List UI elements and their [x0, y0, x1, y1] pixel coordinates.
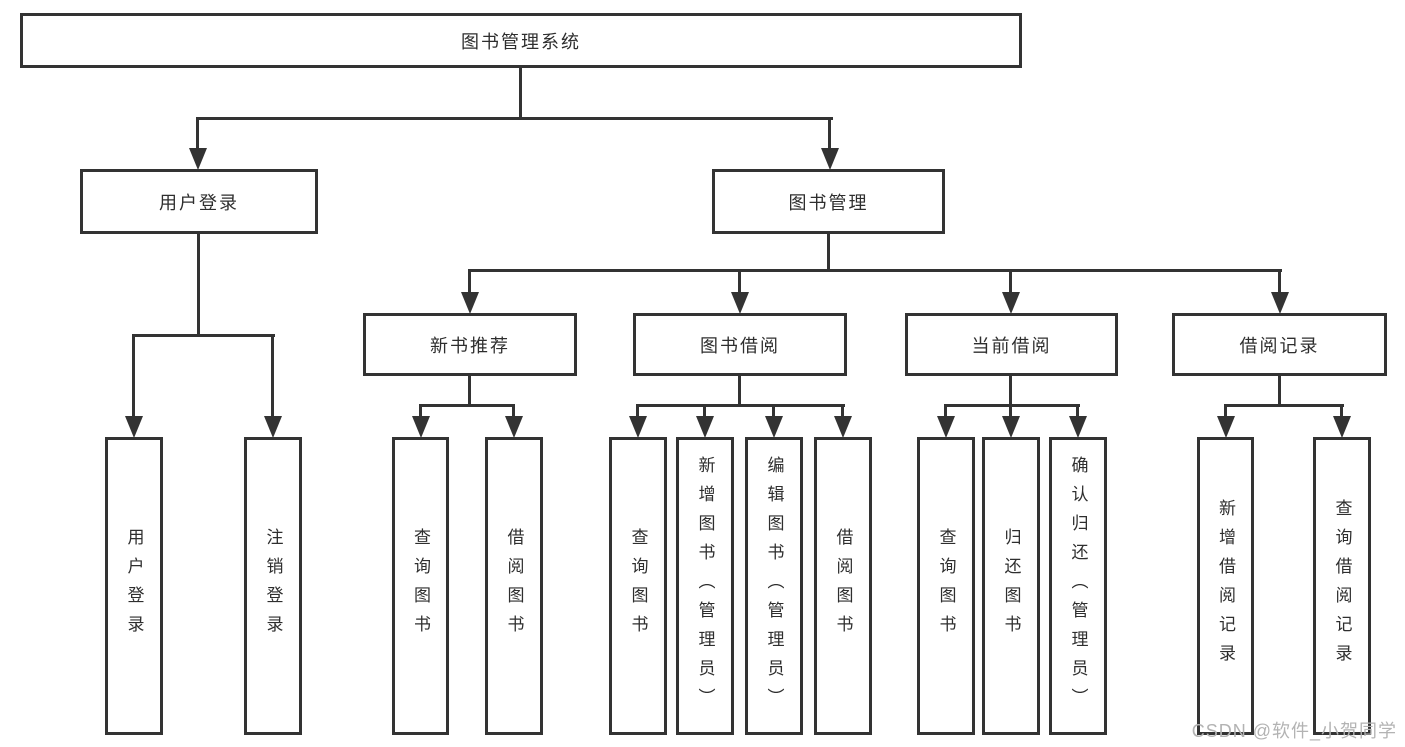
- node-book-borrow: 图书借阅: [633, 313, 847, 376]
- connector-user-login-rail: [133, 334, 275, 337]
- arrow-down-icon: [765, 416, 783, 438]
- leaf-confirm-return-admin-label: 确认归还（管理员）: [1068, 455, 1088, 717]
- node-borrow-records-label: 借阅记录: [1239, 335, 1320, 356]
- leaf-edit-books-admin-label: 编辑图书（管理员）: [764, 455, 784, 717]
- connector-leaf-drop: [1340, 404, 1343, 419]
- arrow-down-icon: [1333, 416, 1351, 438]
- connector-leaf-drop: [636, 404, 639, 419]
- arrow-down-icon: [1069, 416, 1087, 438]
- connector-leaf-drop: [132, 334, 135, 419]
- arrow-down-icon: [189, 148, 207, 170]
- node-borrow-records: 借阅记录: [1172, 313, 1387, 376]
- leaf-return-books-label: 归还图书: [1001, 528, 1021, 644]
- connector-leaf-drop: [271, 334, 274, 419]
- connector-book-mgmt-drop: [828, 117, 831, 151]
- connector-book-mgmt-stem: [827, 234, 830, 270]
- arrow-down-icon: [412, 416, 430, 438]
- connector-leaf-drop: [512, 404, 515, 419]
- connector-leaf-drop: [772, 404, 775, 419]
- leaf-query-books-recommend: 查询图书: [392, 437, 449, 735]
- node-current-borrow: 当前借阅: [905, 313, 1118, 376]
- leaf-add-books-admin: 新增图书（管理员）: [676, 437, 734, 735]
- node-book-management-label: 图书管理: [788, 192, 869, 213]
- connector-leaf-drop: [1224, 404, 1227, 419]
- leaf-logout: 注销登录: [244, 437, 302, 735]
- connector-user-login-stem: [197, 234, 200, 335]
- node-book-borrow-label: 图书借阅: [700, 335, 780, 356]
- connector-leaf-drop: [419, 404, 422, 419]
- leaf-edit-books-admin: 编辑图书（管理员）: [745, 437, 803, 735]
- leaf-query-borrow-record: 查询借阅记录: [1313, 437, 1371, 735]
- connector-user-login-drop: [196, 117, 199, 151]
- node-root: 图书管理系统: [20, 13, 1022, 68]
- node-book-management: 图书管理: [712, 169, 945, 234]
- connector-leaf-drop: [1009, 404, 1012, 419]
- arrow-down-icon: [264, 416, 282, 438]
- connector-root-rail: [197, 117, 833, 120]
- connector-stem: [1009, 376, 1012, 405]
- connector-level3-drop: [1278, 269, 1281, 296]
- node-root-label: 图书管理系统: [461, 31, 581, 52]
- connector-stem: [738, 376, 741, 405]
- connector-stem: [1278, 376, 1281, 405]
- node-new-book-recommend: 新书推荐: [363, 313, 577, 376]
- connector-leaf-drop: [944, 404, 947, 419]
- node-user-login: 用户登录: [80, 169, 318, 234]
- leaf-logout-label: 注销登录: [263, 528, 283, 644]
- arrow-down-icon: [731, 292, 749, 314]
- leaf-query-books-current: 查询图书: [917, 437, 975, 735]
- leaf-query-books-borrow: 查询图书: [609, 437, 667, 735]
- leaf-add-borrow-record: 新增借阅记录: [1197, 437, 1254, 735]
- connector-leaf-drop: [703, 404, 706, 419]
- leaf-confirm-return-admin: 确认归还（管理员）: [1049, 437, 1107, 735]
- leaf-borrow-books-recommend: 借阅图书: [485, 437, 543, 735]
- connector-level3-drop: [1009, 269, 1012, 296]
- connector-rail: [945, 404, 1080, 407]
- leaf-query-books-borrow-label: 查询图书: [628, 528, 648, 644]
- arrow-down-icon: [1002, 292, 1020, 314]
- node-current-borrow-label: 当前借阅: [971, 335, 1052, 356]
- leaf-add-books-admin-label: 新增图书（管理员）: [695, 455, 715, 717]
- connector-leaf-drop: [1076, 404, 1079, 419]
- arrow-down-icon: [1271, 292, 1289, 314]
- arrow-down-icon: [629, 416, 647, 438]
- arrow-down-icon: [505, 416, 523, 438]
- connector-root-stem: [519, 68, 522, 118]
- leaf-borrow-books-label: 借阅图书: [833, 528, 853, 644]
- connector-book-mgmt-rail: [469, 269, 1282, 272]
- leaf-add-borrow-record-label: 新增借阅记录: [1216, 499, 1235, 673]
- node-new-book-recommend-label: 新书推荐: [430, 335, 510, 356]
- arrow-down-icon: [937, 416, 955, 438]
- leaf-return-books: 归还图书: [982, 437, 1040, 735]
- node-user-login-label: 用户登录: [159, 192, 239, 213]
- arrow-down-icon: [834, 416, 852, 438]
- leaf-query-books-current-label: 查询图书: [936, 528, 956, 644]
- connector-level3-drop: [738, 269, 741, 296]
- connector-level3-drop: [468, 269, 471, 296]
- arrow-down-icon: [696, 416, 714, 438]
- csdn-watermark: CSDN @软件_小贺同学: [1191, 721, 1397, 741]
- connector-rail: [637, 404, 845, 407]
- connector-rail: [420, 404, 515, 407]
- connector-stem: [468, 376, 471, 405]
- arrow-down-icon: [1217, 416, 1235, 438]
- arrow-down-icon: [821, 148, 839, 170]
- connector-leaf-drop: [841, 404, 844, 419]
- arrow-down-icon: [1002, 416, 1020, 438]
- connector-rail: [1225, 404, 1344, 407]
- leaf-query-borrow-record-label: 查询借阅记录: [1332, 499, 1352, 673]
- leaf-borrow-books: 借阅图书: [814, 437, 872, 735]
- leaf-user-login-label: 用户登录: [124, 528, 144, 644]
- arrow-down-icon: [125, 416, 143, 438]
- leaf-user-login: 用户登录: [105, 437, 163, 735]
- arrow-down-icon: [461, 292, 479, 314]
- leaf-query-books-recommend-label: 查询图书: [411, 528, 430, 644]
- leaf-borrow-books-recommend-label: 借阅图书: [504, 528, 524, 644]
